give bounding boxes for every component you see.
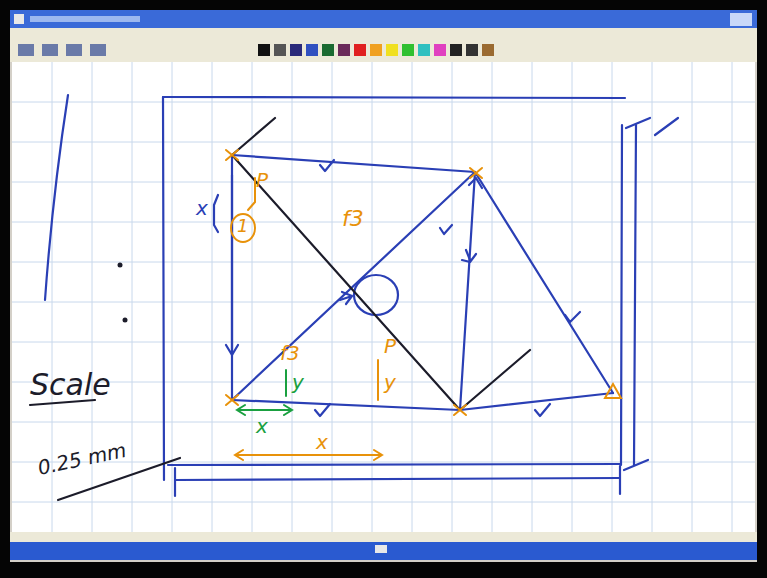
menu-bar xyxy=(10,28,757,40)
title-bar xyxy=(10,10,757,28)
callout-number: 1 xyxy=(237,217,248,235)
force-label: P xyxy=(256,170,268,190)
page-indicator xyxy=(375,545,387,553)
green-annotations xyxy=(237,370,292,415)
dots xyxy=(118,263,128,323)
toolbar xyxy=(10,40,757,62)
pen-tools xyxy=(18,44,106,56)
force-label: f3 xyxy=(280,343,300,363)
orange-annotations xyxy=(226,150,621,460)
truss-sketch xyxy=(45,95,678,496)
dimension-x: x xyxy=(196,198,208,218)
axis-label: y xyxy=(292,372,304,392)
color-palette xyxy=(258,44,494,56)
axis-label: x xyxy=(256,416,268,436)
force-label: f3 xyxy=(342,208,364,230)
grid-lines xyxy=(12,62,755,532)
dimension-x: x xyxy=(316,432,328,452)
taskbar xyxy=(10,542,757,560)
note-page xyxy=(12,62,755,532)
axis-label: y xyxy=(384,372,396,392)
status-bar xyxy=(10,532,757,542)
app-icon xyxy=(14,14,24,24)
window-frame xyxy=(10,10,757,562)
title-text-blur xyxy=(30,16,140,22)
black-members xyxy=(30,118,530,500)
window-buttons xyxy=(730,13,752,26)
scale-heading: Scale xyxy=(30,370,111,400)
force-label: P xyxy=(384,336,396,356)
